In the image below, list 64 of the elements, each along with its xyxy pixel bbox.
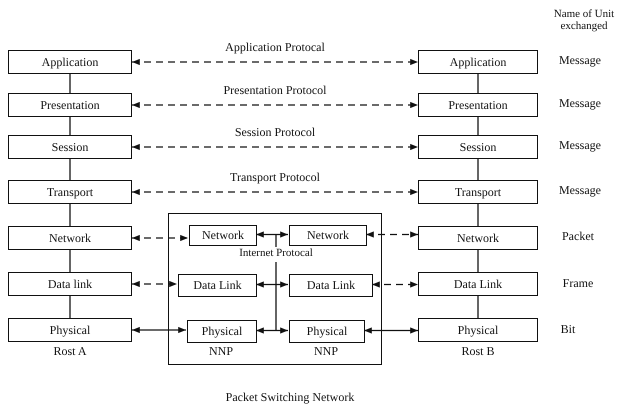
- layer-box: Session: [8, 135, 132, 159]
- unit-name: Bit: [560, 323, 576, 336]
- layer-box: Data Link: [418, 272, 538, 296]
- host-label: Rost B: [462, 345, 494, 358]
- layer-box: Network: [418, 226, 538, 250]
- arrow: [256, 327, 288, 334]
- edge-label: Session Protocol: [232, 126, 318, 140]
- layer-box: Network: [8, 226, 132, 250]
- unit-name: Message: [559, 139, 601, 152]
- connector-line: [69, 74, 71, 93]
- unit-heading: Name of Unit exchanged: [552, 8, 616, 32]
- layer-box: Network: [289, 225, 367, 246]
- connector-line: [69, 296, 71, 318]
- edge-label: Presentation Protocol: [222, 84, 328, 98]
- arrow: [132, 234, 188, 242]
- arrow: [132, 58, 418, 66]
- connector-line: [477, 159, 479, 180]
- arrow: [256, 281, 288, 288]
- layer-box: Presentation: [8, 93, 132, 117]
- network-label: Internet Protocal: [239, 247, 313, 260]
- node-label: NNP: [209, 345, 233, 358]
- layer-box: Physical: [418, 318, 538, 342]
- network-caption: Packet Switching Network: [226, 391, 354, 404]
- connector-line: [69, 250, 71, 272]
- layer-box: Data link: [8, 272, 132, 296]
- arrow: [256, 231, 288, 238]
- layer-box: Physical: [8, 318, 132, 342]
- connector-line: [477, 250, 479, 272]
- host-label: Rost A: [54, 345, 86, 358]
- arrow: [372, 281, 418, 288]
- arrow: [132, 280, 177, 288]
- layer-box: Transport: [8, 180, 132, 204]
- connector-line: [69, 204, 71, 226]
- layer-box: Data Link: [289, 274, 373, 297]
- layer-box: Presentation: [418, 93, 538, 117]
- layer-box: Network: [189, 225, 257, 246]
- unit-name: Message: [559, 184, 601, 198]
- edge-label: Application Protocal: [223, 41, 327, 54]
- layer-box: Physical: [187, 320, 257, 343]
- arrow: [132, 188, 418, 196]
- connector-line: [69, 159, 71, 180]
- connector-line: [477, 296, 479, 318]
- unit-name: Packet: [562, 230, 594, 244]
- arrow: [132, 326, 186, 334]
- edge-label: Transport Protocol: [228, 171, 322, 184]
- network-frame: [168, 213, 382, 365]
- connector-line: [477, 117, 479, 135]
- layer-box: Physical: [289, 320, 365, 343]
- node-label: NNP: [314, 345, 338, 358]
- unit-name: Message: [559, 54, 601, 68]
- layer-box: Transport: [418, 180, 538, 204]
- connector-line: [69, 117, 71, 135]
- arrow: [132, 144, 418, 150]
- connector-line: [477, 74, 479, 93]
- connector-line: [477, 204, 479, 226]
- unit-name: Message: [559, 97, 601, 110]
- arrow: [132, 102, 418, 108]
- layer-box: Application: [8, 50, 132, 74]
- layer-box: Data Link: [178, 274, 257, 297]
- layer-box: Session: [418, 135, 538, 159]
- layer-box: Application: [418, 50, 538, 74]
- arrow: [366, 231, 418, 238]
- unit-name: Frame: [562, 277, 594, 290]
- arrow: [364, 327, 418, 334]
